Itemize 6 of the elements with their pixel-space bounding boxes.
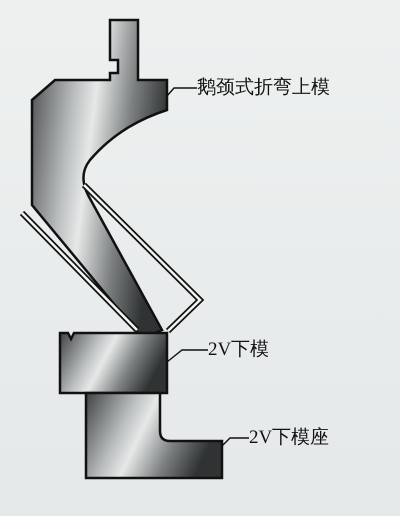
part-label: 2V下模座 (249, 426, 330, 450)
leader-line (166, 349, 208, 363)
leader-line (222, 437, 249, 446)
leader-line (166, 87, 197, 96)
part-label: 2V下模 (208, 338, 270, 362)
part-label: 鹅颈式折弯上模 (197, 76, 330, 100)
